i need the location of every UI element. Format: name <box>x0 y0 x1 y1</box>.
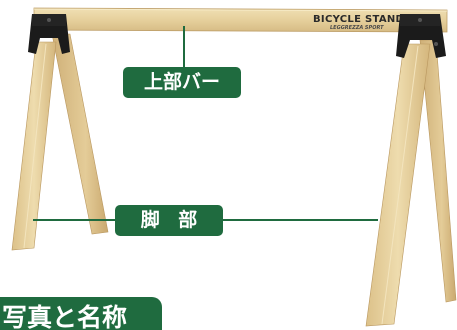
rear-left-leg <box>51 33 109 235</box>
right-bracket <box>396 14 446 58</box>
top-bar-print: BICYCLE STAND <box>313 14 404 25</box>
front-right-leg <box>365 43 431 327</box>
top-bar-brand: LEGGREZZA SPORT <box>330 25 384 31</box>
left-bracket <box>28 14 70 54</box>
section-title: 写真と名称 <box>0 297 162 330</box>
top-bar-callout: 上部バー <box>123 67 241 98</box>
front-left-leg <box>11 41 57 251</box>
legs-callout: 脚 部 <box>115 205 223 236</box>
